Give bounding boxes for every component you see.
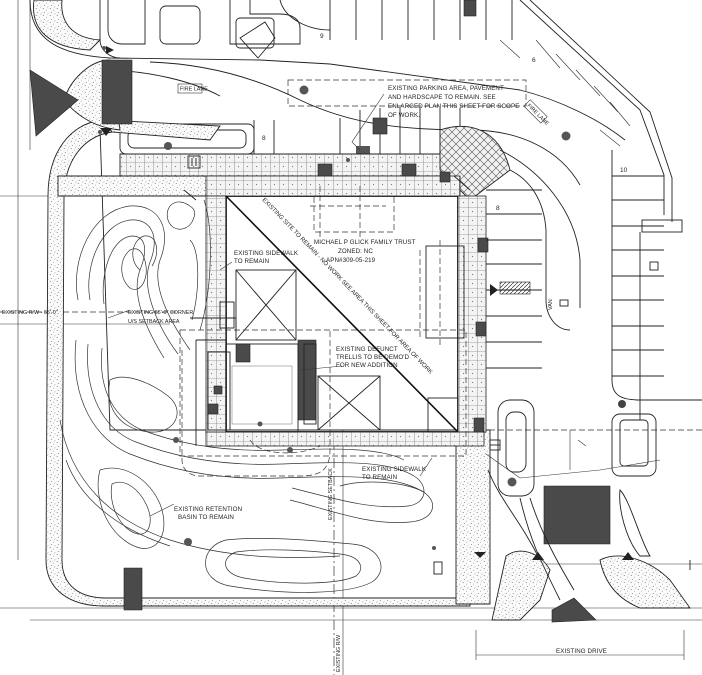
- setback-vertical-label: EXISTING SETBACK: [328, 468, 334, 520]
- parking-note-line-2: AND HARDSCAPE TO REMAIN. SEE: [388, 94, 496, 101]
- existing-drive-label: EXISTING DRIVE: [556, 648, 607, 655]
- trellis-line-2: TRELLIS TO BE DEMO'D: [336, 354, 410, 361]
- retention-line-2: BASIN TO REMAIN: [178, 514, 234, 521]
- markers: [100, 46, 634, 560]
- parking-note-line-1: EXISTING PARKING AREA, PAVEMENT: [388, 85, 504, 92]
- stall-number-4: 8: [496, 205, 500, 212]
- setback-line-1: EXISTING 65'-0" CORNER: [128, 310, 193, 316]
- rw-bottom-label: EXISTING R/W: [336, 634, 342, 672]
- sidewalk-bottom-line-1: EXISTING SIDEWALK: [362, 466, 427, 473]
- parking-note-line-4: OF WORK.: [388, 112, 420, 119]
- owner-line-1: MICHAEL P GLICK FAMILY TRUST: [314, 239, 416, 246]
- stall-number-1: 9: [320, 33, 324, 40]
- trellis-line-1: EXISTING DEFUNCT: [336, 346, 398, 353]
- stall-number-3: 8: [262, 135, 266, 142]
- owner-line-3: APN#309-05-219: [326, 257, 376, 264]
- building: [179, 163, 489, 477]
- sidewalk-top-line-2: TO REMAIN: [234, 258, 269, 265]
- fire-lane-label: FIRE LANE: [180, 87, 208, 93]
- stall-number-5: 10: [620, 167, 628, 174]
- trees: [98, 46, 571, 550]
- retention-basin: [59, 199, 433, 593]
- east-parking-lot: [485, 149, 702, 601]
- sidewalk-top-line-1: EXISTING SIDEWALK: [234, 250, 299, 257]
- van-label: VAN: [548, 299, 554, 310]
- rw-label: EXISTING R/W - 65'-0": [2, 310, 58, 316]
- stall-number-2: 6: [532, 57, 536, 64]
- leader-lines: [107, 93, 433, 517]
- owner-line-2: ZONED: NC: [338, 248, 373, 255]
- setback-line-2: U/S SETBACK AREA: [128, 319, 180, 325]
- sidewalk-bottom-line-2: TO REMAIN: [362, 474, 397, 481]
- dark-planters: [29, 59, 611, 623]
- retention-line-1: EXISTING RETENTION: [174, 506, 242, 513]
- site-fixtures: [187, 155, 691, 575]
- trellis-line-3: FOR NEW ADDITION: [336, 362, 398, 369]
- parking-note-line-3: ENLARGED PLAN THIS SHEET FOR SCOPE: [388, 103, 519, 110]
